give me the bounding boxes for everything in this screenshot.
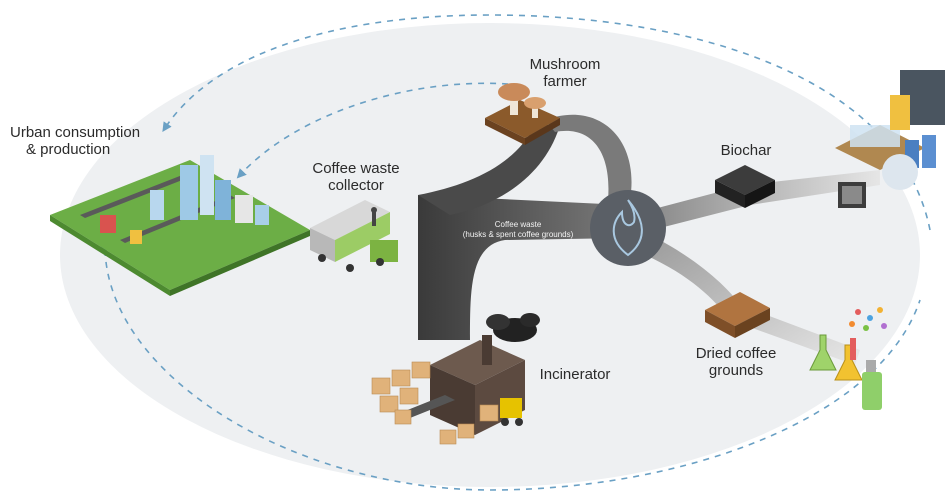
collector-line2: collector <box>328 177 384 194</box>
urban-line2: & production <box>26 141 111 158</box>
collector-line1: Coffee waste <box>312 160 400 177</box>
city-icon <box>50 155 310 296</box>
biochar-icon <box>715 165 775 208</box>
outer-cycle-arrow <box>100 14 931 491</box>
flow-streams <box>418 114 880 365</box>
waste-line1: Coffee waste <box>494 220 542 229</box>
mushroom-line2: farmer <box>543 73 587 90</box>
urban-line1: Urban consumption <box>10 124 141 141</box>
flame-icon <box>590 190 666 266</box>
label-collector: Coffee waste collector <box>296 160 416 194</box>
factory-icon <box>835 70 945 208</box>
incinerator-line: Incinerator <box>539 366 611 383</box>
dried-line2: grounds <box>708 362 764 379</box>
mushroom-icon <box>485 83 560 145</box>
label-dried: Dried coffee grounds <box>676 345 796 379</box>
cycle-background <box>60 23 920 487</box>
lab-flasks-icon <box>809 307 887 410</box>
dried-line1: Dried coffee <box>695 345 777 362</box>
waste-line2: (husks & spent coffee grounds) <box>462 230 574 239</box>
label-mushroom: Mushroom farmer <box>510 56 620 90</box>
garbage-truck-icon <box>310 200 398 272</box>
label-incinerator: Incinerator <box>520 366 630 383</box>
mushroom-line1: Mushroom <box>529 56 601 73</box>
biochar-line: Biochar <box>720 142 772 159</box>
dried-grounds-icon <box>705 292 770 338</box>
label-urban: Urban consumption & production <box>10 124 140 158</box>
label-biochar: Biochar <box>706 142 786 159</box>
label-coffee-waste: Coffee waste (husks & spent coffee groun… <box>438 220 598 240</box>
incinerator-icon <box>371 313 540 445</box>
